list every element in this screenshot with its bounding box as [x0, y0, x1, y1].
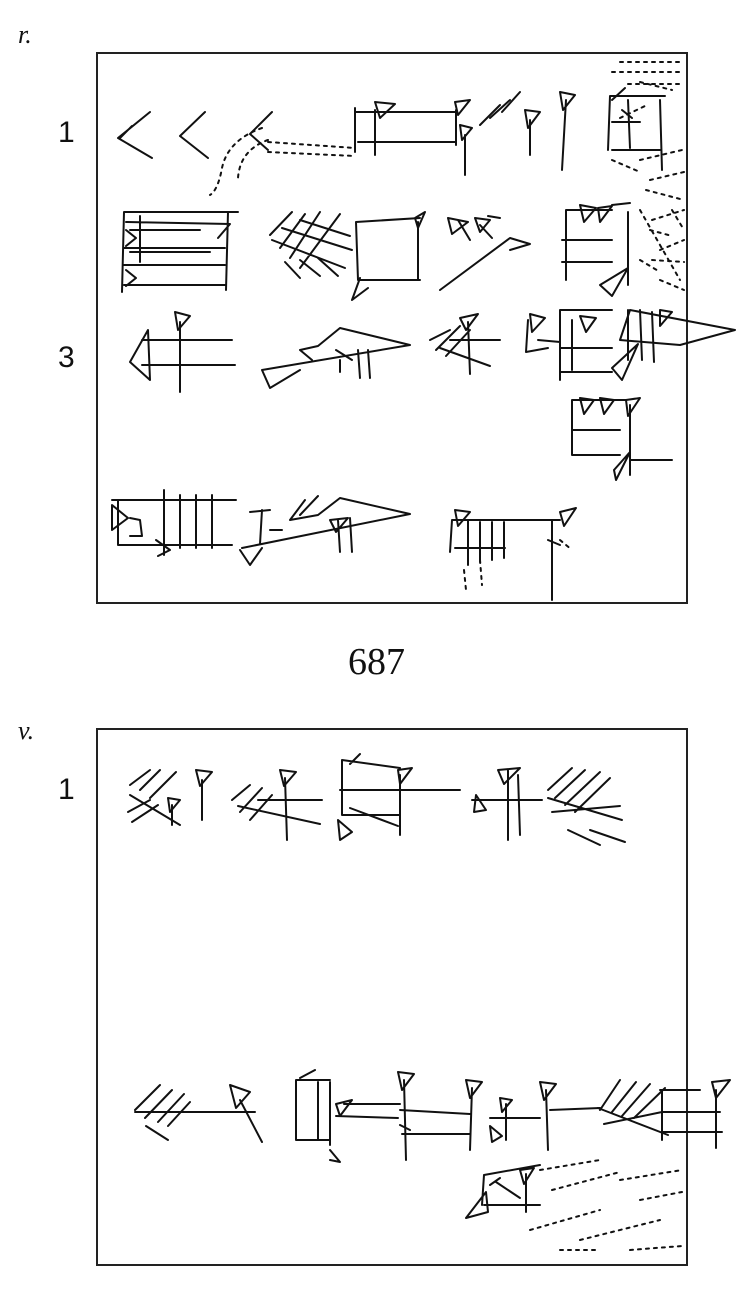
- obverse-cuneiform-drawing: [111, 61, 736, 601]
- reverse-line-number-1: 1: [58, 773, 75, 806]
- reverse-line-2-signs: [134, 1069, 731, 1163]
- reverse-cuneiform-drawing: [127, 753, 731, 1251]
- obverse-line-number-3: 3: [58, 341, 75, 374]
- reverse-tablet-frame: [96, 728, 688, 1266]
- reverse-line-1-signs: [127, 753, 626, 846]
- obverse-line-1-signs: [117, 81, 673, 196]
- obverse-damage-stipple: [611, 61, 685, 291]
- reverse-line-3-signs: [465, 1159, 683, 1251]
- catalog-number: 687: [348, 641, 405, 683]
- obverse-line-3b-signs: [571, 397, 673, 481]
- obverse-line-2-signs: [121, 202, 685, 301]
- obverse-line-4-signs: [111, 489, 577, 601]
- obverse-line-3-signs: [129, 309, 736, 393]
- reverse-label: v.: [18, 716, 35, 745]
- obverse-line-number-1: 1: [58, 116, 75, 149]
- obverse-label: r.: [18, 20, 32, 49]
